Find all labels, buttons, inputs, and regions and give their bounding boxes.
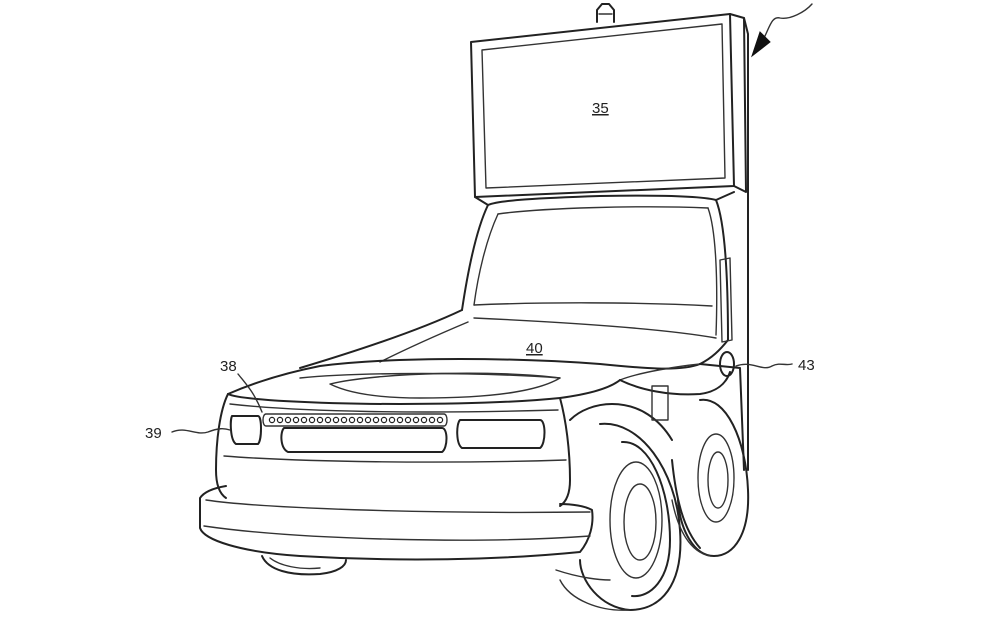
leader-39 bbox=[171, 427, 231, 434]
led-dot bbox=[364, 416, 372, 424]
led-dot bbox=[388, 416, 396, 424]
leader-38 bbox=[237, 373, 263, 413]
label-display: 35 bbox=[592, 100, 609, 117]
hood bbox=[227, 358, 701, 405]
label-headlight: 39 bbox=[145, 425, 162, 442]
led-dot bbox=[428, 416, 436, 424]
front-face bbox=[215, 393, 571, 507]
led-dot bbox=[404, 416, 412, 424]
front-right-wheel bbox=[555, 422, 682, 611]
reference-arrow bbox=[751, 3, 813, 58]
leader-43 bbox=[735, 363, 793, 369]
front-bumper bbox=[199, 485, 594, 561]
light-bar bbox=[262, 413, 448, 427]
front-left-wheel bbox=[261, 555, 347, 576]
antenna bbox=[596, 3, 615, 23]
led-dot bbox=[284, 416, 292, 424]
led-dot bbox=[300, 416, 308, 424]
led-dot bbox=[268, 416, 276, 424]
led-dot bbox=[340, 416, 348, 424]
led-dot bbox=[316, 416, 324, 424]
display-board bbox=[470, 13, 749, 471]
led-dot bbox=[292, 416, 300, 424]
led-dot bbox=[356, 416, 364, 424]
leader-lines bbox=[171, 363, 793, 434]
label-body: 40 bbox=[526, 340, 543, 357]
label-lightbar: 38 bbox=[220, 358, 237, 375]
led-dot bbox=[412, 416, 420, 424]
led-dot bbox=[308, 416, 316, 424]
led-dot bbox=[348, 416, 356, 424]
led-dot bbox=[276, 416, 284, 424]
led-dot bbox=[420, 416, 428, 424]
led-dot bbox=[372, 416, 380, 424]
side-body bbox=[569, 257, 745, 471]
rear-right-wheel bbox=[671, 398, 750, 557]
led-dot bbox=[436, 416, 444, 424]
led-dot bbox=[380, 416, 388, 424]
led-dot bbox=[396, 416, 404, 424]
led-dot bbox=[324, 416, 332, 424]
cabin bbox=[299, 191, 735, 369]
led-dot bbox=[332, 416, 340, 424]
label-side-light: 43 bbox=[798, 357, 815, 374]
